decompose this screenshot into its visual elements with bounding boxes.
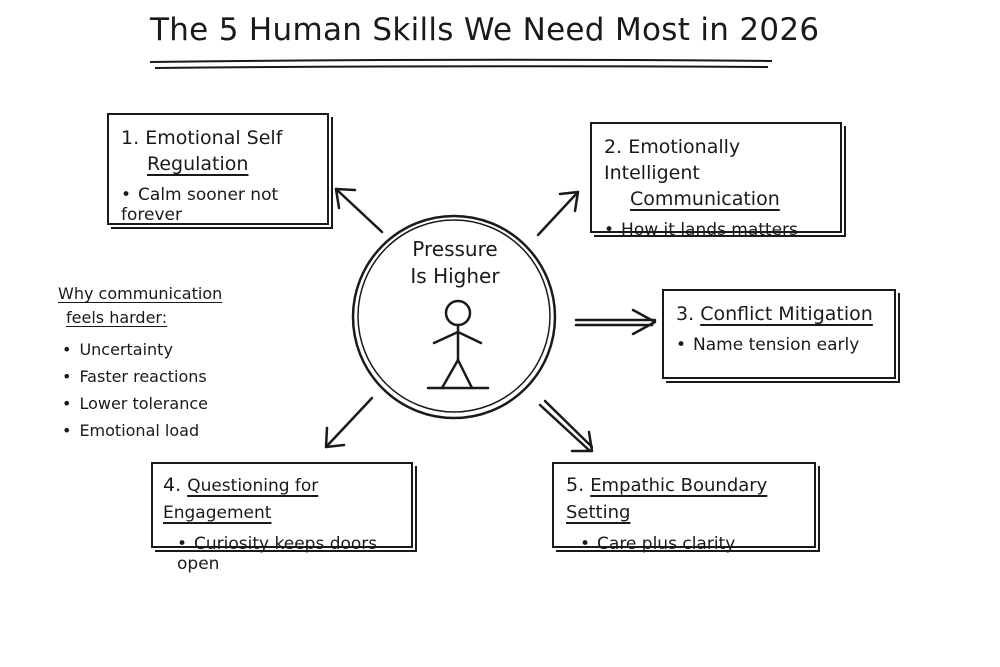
skill-4-number: 4. bbox=[163, 474, 182, 496]
side-note: Why communication feels harder: Uncertai… bbox=[58, 282, 258, 444]
skill-4-bullet: Curiosity keeps doors open bbox=[177, 534, 401, 574]
arrow-to-skill-3 bbox=[574, 308, 657, 336]
skill-1-number: 1. bbox=[121, 127, 140, 149]
skill-5-label: Empathic Boundary Setting bbox=[566, 475, 768, 523]
skill-3-bullet: Name tension early bbox=[676, 335, 882, 355]
skill-box-3: 3. Conflict Mitigation Name tension earl… bbox=[662, 289, 896, 379]
side-note-item: Emotional load bbox=[62, 417, 258, 444]
skill-1-bullet: Calm sooner not forever bbox=[121, 185, 315, 225]
side-note-item: Uncertainty bbox=[62, 336, 258, 363]
side-note-list: Uncertainty Faster reactions Lower toler… bbox=[62, 336, 258, 444]
skill-2-heading: 2. Emotionally Intelligent Communication bbox=[604, 134, 828, 212]
side-note-item: Lower tolerance bbox=[62, 390, 258, 417]
skill-2-number: 2. bbox=[604, 136, 623, 158]
side-note-item: Faster reactions bbox=[62, 363, 258, 390]
stick-figure-icon bbox=[426, 299, 490, 390]
center-circle bbox=[351, 214, 557, 420]
skill-1-label-line1: Emotional Self bbox=[145, 127, 283, 149]
skill-4-label: Questioning for Engagement bbox=[163, 476, 319, 523]
skill-2-label-line1: Emotionally Intelligent bbox=[604, 136, 741, 184]
side-note-title: Why communication feels harder: bbox=[58, 282, 258, 330]
skill-1-label-line2: Regulation bbox=[147, 153, 249, 175]
skill-1-heading: 1. Emotional Self Regulation bbox=[121, 125, 315, 177]
center-label-line1: Pressure bbox=[412, 237, 498, 261]
skill-3-heading: 3. Conflict Mitigation bbox=[676, 301, 882, 327]
skill-3-number: 3. bbox=[676, 303, 695, 325]
skill-5-heading: 5. Empathic Boundary Setting bbox=[566, 472, 802, 526]
skill-3-label: Conflict Mitigation bbox=[700, 303, 873, 325]
skill-box-1: 1. Emotional Self Regulation Calm sooner… bbox=[107, 113, 329, 225]
skill-box-5: 5. Empathic Boundary Setting Care plus c… bbox=[552, 462, 816, 554]
title-underline bbox=[149, 58, 773, 63]
center-label: Pressure Is Higher bbox=[380, 236, 530, 290]
skill-box-2: 2. Emotionally Intelligent Communication… bbox=[590, 122, 842, 240]
arrow-to-skill-1 bbox=[334, 187, 384, 234]
arrow-to-skill-5 bbox=[538, 399, 594, 453]
arrow-to-skill-2 bbox=[536, 190, 580, 237]
arrow-to-skill-4 bbox=[324, 396, 374, 449]
title-underline-2 bbox=[154, 65, 769, 69]
skill-5-bullet: Care plus clarity bbox=[580, 534, 802, 554]
center-circle-inner bbox=[357, 219, 551, 413]
skill-5-number: 5. bbox=[566, 474, 585, 496]
skill-box-4: 4. Questioning for Engagement Curiosity … bbox=[151, 462, 413, 574]
skill-2-label-line2: Communication bbox=[630, 188, 780, 210]
skill-4-heading: 4. Questioning for Engagement bbox=[163, 472, 401, 526]
side-note-title-line2: feels harder: bbox=[66, 308, 168, 327]
skill-2-bullet: How it lands matters bbox=[604, 220, 828, 240]
diagram-title: The 5 Human Skills We Need Most in 2026 bbox=[150, 12, 820, 48]
center-label-line2: Is Higher bbox=[410, 264, 500, 288]
side-note-title-line1: Why communication bbox=[58, 284, 223, 303]
